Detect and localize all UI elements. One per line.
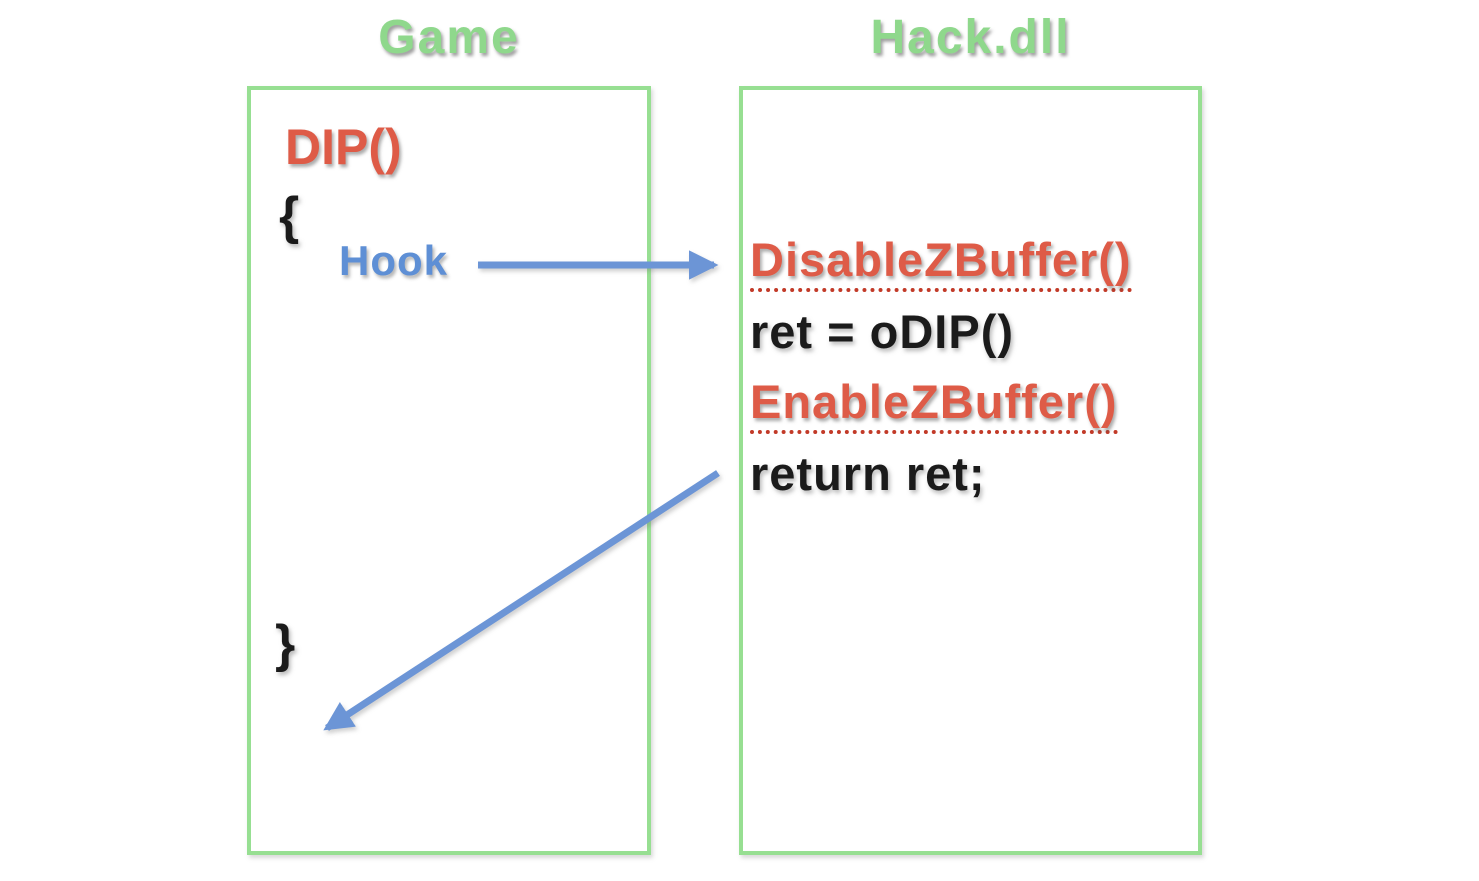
game-box: DIP() { Hook } bbox=[247, 86, 651, 855]
hack-line-return-ret: return ret; bbox=[750, 447, 986, 500]
hack-line-disable-zbuffer-text: DisableZBuffer() bbox=[750, 233, 1132, 292]
hack-line-enable-zbuffer-text: EnableZBuffer() bbox=[750, 375, 1118, 434]
hack-box-title: Hack.dll bbox=[870, 11, 1071, 64]
game-open-brace: { bbox=[279, 187, 300, 245]
hack-line-disable-zbuffer: DisableZBuffer() bbox=[750, 233, 1132, 292]
hack-box: DisableZBuffer() ret = oDIP() EnableZBuf… bbox=[739, 86, 1202, 855]
game-close-brace: } bbox=[275, 615, 296, 673]
game-box-title: Game bbox=[378, 11, 520, 64]
hack-line-enable-zbuffer: EnableZBuffer() bbox=[750, 375, 1118, 434]
game-hook-label: Hook bbox=[339, 237, 448, 284]
hack-line-ret-odip: ret = oDIP() bbox=[750, 305, 1015, 358]
game-function-name: DIP() bbox=[285, 119, 402, 175]
